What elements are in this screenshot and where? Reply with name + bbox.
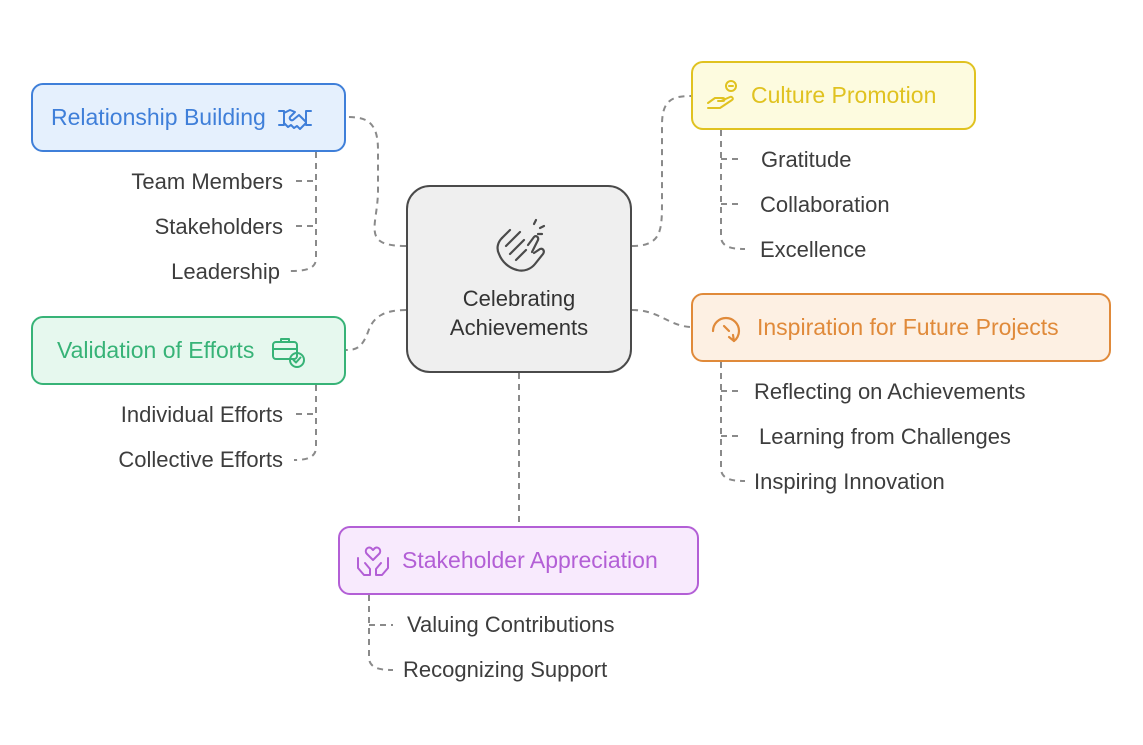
branch-label: Relationship Building <box>51 104 266 130</box>
leaf-collaboration: Collaboration <box>760 192 890 217</box>
branch-validation-of-efforts[interactable]: Validation of Efforts <box>31 316 346 385</box>
leaf-collective-efforts: Collective Efforts <box>118 447 283 472</box>
leaf-valuing-contributions: Valuing Contributions <box>407 612 615 637</box>
center-label-line2: Achievements <box>449 315 589 340</box>
connector-relationship <box>345 116 407 247</box>
leaf-connector-inspiration <box>720 362 746 482</box>
circular-arrow-icon <box>711 316 741 342</box>
branch-label: Stakeholder Appreciation <box>402 547 658 573</box>
leaf-learning-from-challenges: Learning from Challenges <box>759 424 1011 449</box>
connector-inspiration <box>631 309 692 328</box>
leaf-gratitude: Gratitude <box>761 147 852 172</box>
leaf-excellence: Excellence <box>760 237 867 262</box>
leaf-connector-stakeholder <box>368 595 394 671</box>
leaf-connector-validation <box>293 385 317 461</box>
center-node: Celebrating Achievements <box>406 185 632 373</box>
branch-inspiration-future-projects[interactable]: Inspiration for Future Projects <box>691 293 1111 362</box>
branch-relationship-building[interactable]: Relationship Building <box>31 83 346 152</box>
leaf-leadership: Leadership <box>171 259 280 284</box>
clapping-hands-icon <box>496 218 546 272</box>
branch-label: Inspiration for Future Projects <box>757 314 1059 340</box>
center-label-line1: Celebrating <box>462 286 576 311</box>
briefcase-check-icon <box>272 337 306 368</box>
heart-hands-icon <box>357 546 389 576</box>
leaf-connector-culture <box>720 130 746 250</box>
leaf-stakeholders: Stakeholders <box>154 214 283 239</box>
leaf-inspiring-innovation: Inspiring Innovation <box>754 469 945 494</box>
branch-stakeholder-appreciation[interactable]: Stakeholder Appreciation <box>338 526 699 595</box>
branch-label: Culture Promotion <box>751 82 937 108</box>
leaf-reflecting-on-achievements: Reflecting on Achievements <box>754 379 1026 404</box>
leaf-recognizing-support: Recognizing Support <box>403 657 608 682</box>
connector-culture <box>631 95 692 247</box>
hand-offering-icon <box>707 79 737 109</box>
branch-culture-promotion[interactable]: Culture Promotion <box>691 61 976 130</box>
leaf-individual-efforts: Individual Efforts <box>120 402 283 427</box>
branch-label: Validation of Efforts <box>57 337 255 363</box>
handshake-icon <box>277 108 312 130</box>
leaf-team-members: Team Members <box>131 169 283 194</box>
connector-validation <box>345 309 407 351</box>
center-label: Celebrating Achievements <box>450 284 588 342</box>
leaf-connector-relationship <box>289 152 317 272</box>
